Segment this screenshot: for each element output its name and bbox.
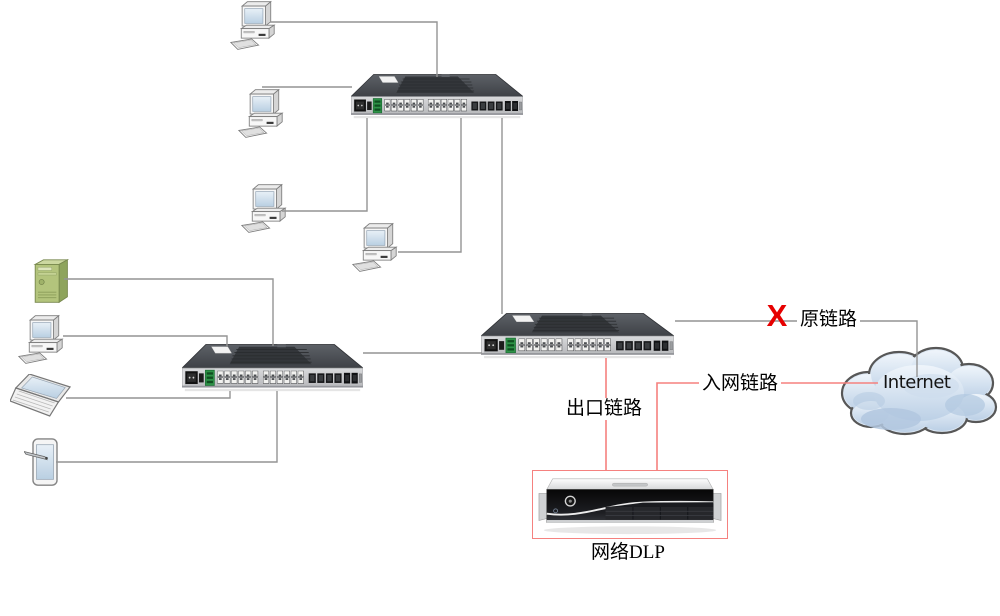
handheld-pda [24,437,64,489]
access-switch-left [182,343,363,392]
desktop-pc-top-2 [238,88,290,140]
desktop-pc-left [18,314,70,366]
broken-link-x-mark: X [766,298,788,333]
label-dlp-appliance: 网络DLP [591,542,665,563]
link-pc4-switch-top [398,118,462,253]
link-pc3-switch-top [282,118,368,212]
dlp-appliance [537,474,723,536]
link-laptop-switch-left [66,391,231,399]
core-switch [481,312,674,359]
desktop-pc-top-4 [352,222,404,274]
access-switch-top [351,73,523,119]
laptop [10,374,72,420]
desktop-pc-top-1 [230,0,282,52]
label-inbound-link: 入网链路 [699,373,782,395]
label-outbound-link: 出口链路 [563,398,646,420]
server-tower [26,258,72,306]
dlp-highlight-frame [532,470,728,539]
label-original-link: 原链路 [797,309,861,331]
desktop-pc-top-3 [241,183,293,235]
link-pc1-switch-top [270,21,438,77]
label-internet: Internet [883,372,951,393]
link-server-switch-left [64,278,274,346]
link-pda-switch-left [56,391,278,463]
